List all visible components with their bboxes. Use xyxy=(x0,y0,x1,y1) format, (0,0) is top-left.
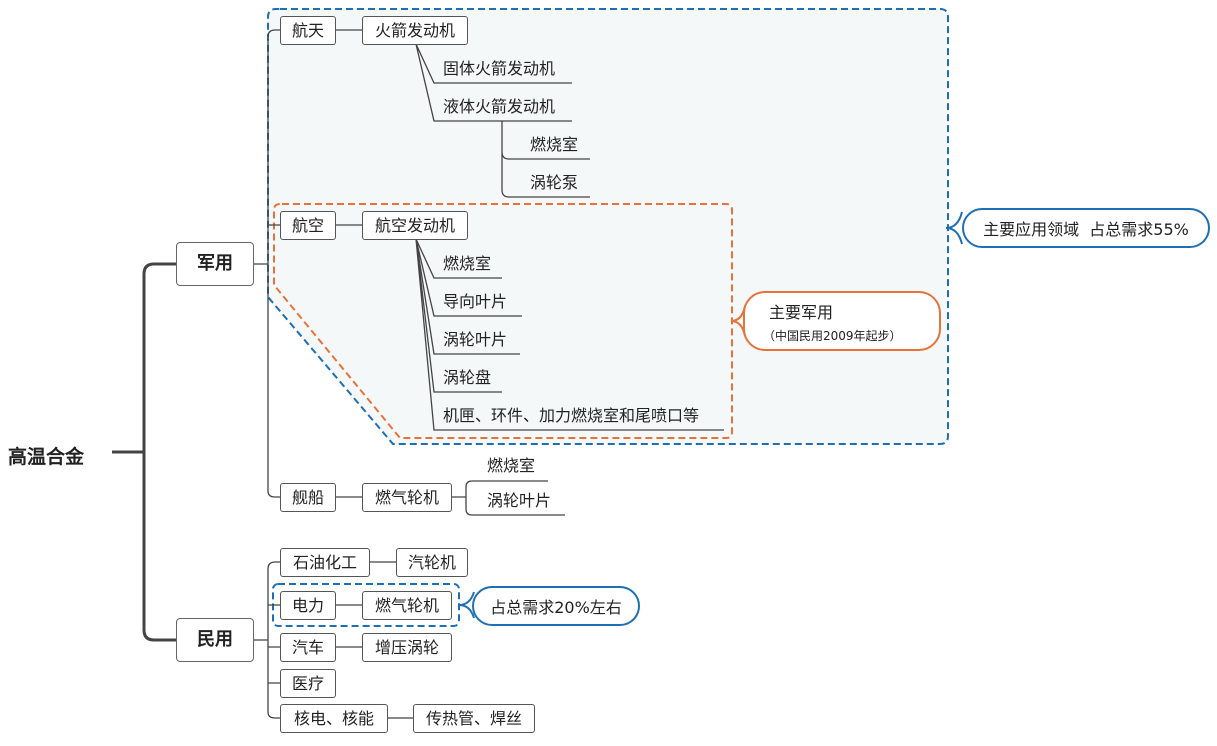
mainly-military-text: 主要军用 xyxy=(769,302,834,322)
power-share-callout[interactable]: 占总需求20%左右 xyxy=(472,586,640,626)
liquid-part-turbopump[interactable]: 涡轮泵 xyxy=(530,173,579,192)
civil-item-medical[interactable]: 医疗 xyxy=(280,669,336,698)
rocket-engine-node[interactable]: 火箭发动机 xyxy=(362,16,468,45)
mainly-military-callout[interactable]: 主要军用 （中国民用2009年起步） xyxy=(743,291,941,351)
ship-gas-turbine-node[interactable]: 燃气轮机 xyxy=(362,483,452,512)
ship-part-combustor[interactable]: 燃烧室 xyxy=(487,456,536,475)
aviation-part-casing-etc[interactable]: 机匣、环件、加力燃烧室和尾喷口等 xyxy=(443,406,700,425)
aviation-node[interactable]: 航空 xyxy=(280,211,336,240)
liquid-part-combustor[interactable]: 燃烧室 xyxy=(530,135,579,154)
civil-item-nuclear[interactable]: 核电、核能 xyxy=(280,704,388,733)
civil-node[interactable]: 民用 xyxy=(176,618,254,662)
aviation-part-turbine-blade[interactable]: 涡轮叶片 xyxy=(443,330,508,349)
solid-rocket-engine[interactable]: 固体火箭发动机 xyxy=(443,59,556,78)
aviation-part-combustor[interactable]: 燃烧室 xyxy=(443,254,492,273)
aerospace-node[interactable]: 航天 xyxy=(280,16,336,45)
mainly-military-note: （中国民用2009年起步） xyxy=(763,328,902,343)
liquid-rocket-engine[interactable]: 液体火箭发动机 xyxy=(443,97,556,116)
power-gas-turbine-node[interactable]: 燃气轮机 xyxy=(362,591,452,620)
military-callout-pointer xyxy=(730,305,746,337)
civil-item-petrochemical[interactable]: 石油化工 xyxy=(280,548,370,577)
military-branch-line xyxy=(142,262,176,452)
turbocharger-node[interactable]: 增压涡轮 xyxy=(362,633,452,662)
main-domain-callout[interactable]: 主要应用领域 占总需求55% xyxy=(962,208,1210,248)
ship-node[interactable]: 舰船 xyxy=(280,483,336,512)
steam-turbine-node[interactable]: 汽轮机 xyxy=(396,548,468,577)
aero-engine-node[interactable]: 航空发动机 xyxy=(362,211,468,240)
rocket-engine-connector xyxy=(415,43,572,122)
aviation-engine-fan xyxy=(415,238,724,431)
civil-branch-line xyxy=(142,452,176,642)
civil-item-automobile[interactable]: 汽车 xyxy=(280,633,336,662)
civil-item-power[interactable]: 电力 xyxy=(280,591,336,620)
power-share-text: 占总需求20%左右 xyxy=(490,598,622,617)
military-node[interactable]: 军用 xyxy=(176,242,254,286)
civil-bracket xyxy=(254,561,280,719)
root-topic[interactable]: 高温合金 xyxy=(8,446,85,468)
aviation-part-turbine-disk[interactable]: 涡轮盘 xyxy=(443,368,492,387)
main-domain-pointer xyxy=(945,211,963,245)
liquid-engine-connector xyxy=(501,121,590,198)
military-bracket xyxy=(254,29,280,498)
heat-tube-welding-wire-node[interactable]: 传热管、焊丝 xyxy=(413,704,535,733)
orange-region-border xyxy=(273,203,733,439)
main-domain-text: 主要应用领域 占总需求55% xyxy=(983,220,1189,239)
ship-part-turbine-blade[interactable]: 涡轮叶片 xyxy=(487,491,552,510)
gas-turbine-connector xyxy=(452,480,565,516)
power-callout-pointer xyxy=(458,591,475,619)
aviation-part-guide-vane[interactable]: 导向叶片 xyxy=(443,292,508,311)
